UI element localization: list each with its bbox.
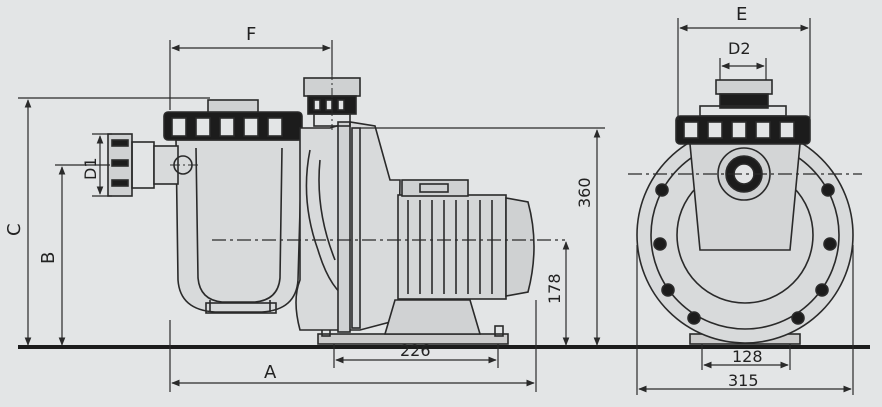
front-view	[636, 79, 854, 345]
label-D1: D1	[81, 158, 100, 181]
label-A: A	[264, 362, 277, 383]
label-C: C	[4, 223, 25, 236]
label-360: 360	[575, 177, 594, 208]
label-128: 128	[732, 347, 763, 366]
label-E: E	[736, 4, 747, 25]
label-F: F	[246, 24, 256, 45]
motor-body	[397, 194, 507, 300]
strainer-body	[175, 139, 303, 313]
label-D2: D2	[728, 39, 751, 58]
label-226: 226	[400, 341, 431, 360]
motor-end-cap	[505, 197, 535, 297]
label-315: 315	[728, 371, 759, 390]
label-B: B	[38, 252, 59, 264]
side-view	[107, 77, 535, 345]
label-178: 178	[545, 273, 564, 304]
terminal-box	[401, 179, 469, 197]
